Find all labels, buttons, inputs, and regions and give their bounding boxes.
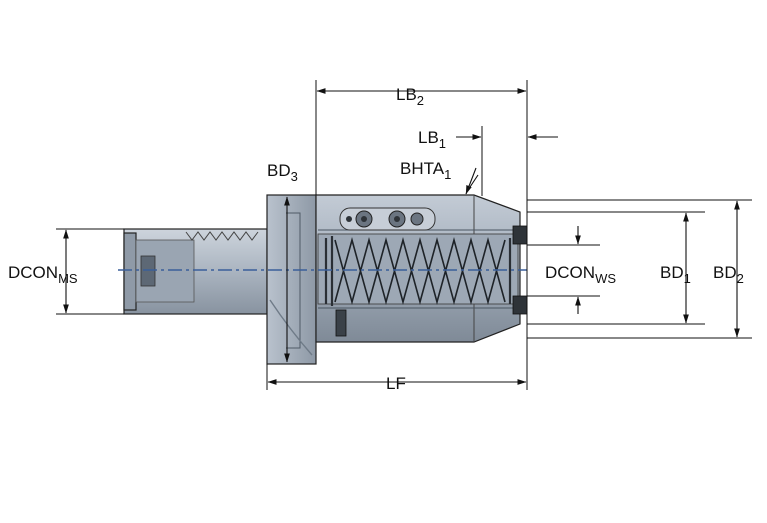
shank-end <box>123 232 137 311</box>
flange <box>266 194 317 365</box>
label-dcon-ws: DCONWS <box>545 263 616 286</box>
coupling-teeth <box>185 231 259 241</box>
dimension-lines <box>56 80 752 390</box>
damper-coils <box>324 236 512 306</box>
tool-body <box>118 194 528 365</box>
label-bd2: BD2 <box>713 263 744 286</box>
damper-spring <box>334 236 506 306</box>
leader-bhta1 <box>465 167 477 195</box>
front-clamp-top <box>512 225 528 245</box>
label-dcon-ms: DCONMS <box>8 263 78 286</box>
adjustment-screws <box>339 207 436 231</box>
front-clamp-bottom <box>512 295 528 315</box>
coupling-pin <box>140 255 156 287</box>
label-bhta1: BHTA1 <box>400 159 451 182</box>
label-bd1: BD1 <box>660 263 691 286</box>
bhta1-tick <box>469 174 479 188</box>
label-bd3: BD3 <box>267 161 298 184</box>
label-lf: LF <box>386 374 406 393</box>
label-lb2: LB2 <box>396 85 424 108</box>
dimension-labels: LB2 LB1 BHTA1 BD3 DCONMS DCONWS BD1 BD2 … <box>8 85 744 393</box>
flange-shading <box>269 299 313 356</box>
label-lb1: LB1 <box>418 128 446 151</box>
side-screw <box>335 309 347 337</box>
flange-slot <box>286 212 301 349</box>
